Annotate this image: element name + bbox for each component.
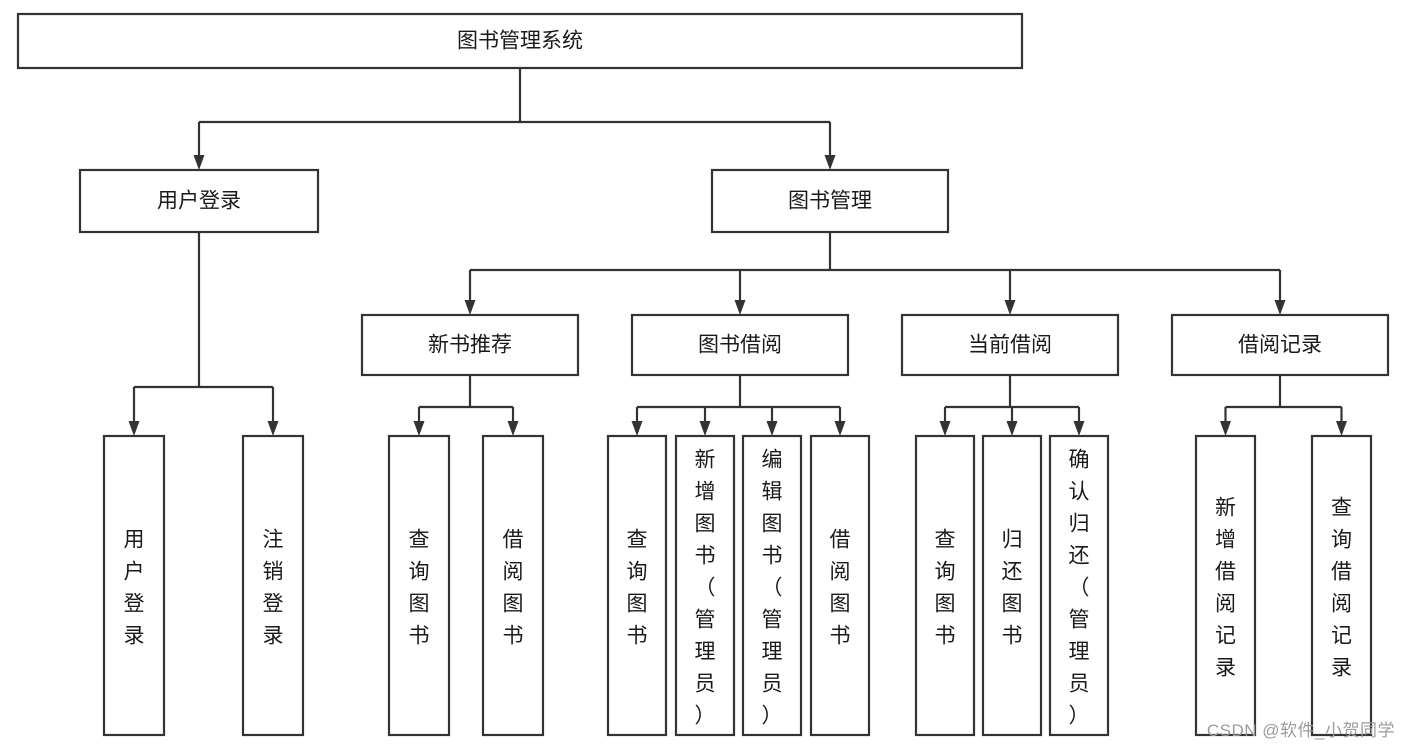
node-box[interactable] xyxy=(900,313,1120,377)
node-label: 借阅图书 xyxy=(830,528,851,647)
node-box[interactable] xyxy=(630,313,850,377)
arrow-head-icon xyxy=(128,421,140,436)
node-leaf-query-book-rec[interactable]: 查询图书 xyxy=(387,434,451,737)
node-leaf-return-book[interactable]: 归还图书 xyxy=(981,434,1043,737)
node-box[interactable] xyxy=(1170,313,1390,377)
node-box[interactable] xyxy=(241,434,305,737)
node-layer: 图书管理系统用户登录图书管理新书推荐图书借阅当前借阅借阅记录用户登录注销登录查询… xyxy=(16,12,1390,737)
node-box[interactable] xyxy=(102,434,166,737)
node-label: 图书管理系统 xyxy=(457,30,583,53)
arrow-head-icon xyxy=(1336,421,1347,436)
node-leaf-borrow-book-rec[interactable]: 借阅图书 xyxy=(481,434,545,737)
arrow-head-icon xyxy=(413,421,425,436)
node-current-borrow[interactable]: 当前借阅 xyxy=(900,313,1120,377)
node-label: 编辑图书（管理员） xyxy=(762,448,783,727)
node-label: 用户登录 xyxy=(124,528,145,647)
arrow-head-icon xyxy=(1073,421,1085,436)
arrow-head-icon xyxy=(464,300,476,315)
node-label: 查询图书 xyxy=(935,528,956,647)
node-box[interactable] xyxy=(710,168,950,234)
node-leaf-add-book[interactable]: 新增图书（管理员） xyxy=(674,434,736,737)
node-leaf-query-book-c[interactable]: 查询图书 xyxy=(914,434,976,737)
csdn-watermark: CSDN @软件_小贺同学 xyxy=(1206,721,1395,740)
connector-group-current_borrow xyxy=(939,375,1085,436)
node-label: 查询图书 xyxy=(409,528,430,647)
node-label: 当前借阅 xyxy=(968,334,1052,357)
node-label: 用户登录 xyxy=(157,190,241,213)
node-box[interactable] xyxy=(387,434,451,737)
arrow-head-icon xyxy=(193,155,205,170)
arrow-head-icon xyxy=(824,155,836,170)
node-label: 注销登录 xyxy=(263,528,284,647)
connector-group-book_borrow xyxy=(631,375,846,436)
node-borrow-record[interactable]: 借阅记录 xyxy=(1170,313,1390,377)
node-label: 归还图书 xyxy=(1002,528,1023,647)
node-box[interactable] xyxy=(809,434,871,737)
node-label: 新增图书（管理员） xyxy=(695,448,716,727)
node-box[interactable] xyxy=(674,434,736,737)
node-leaf-query-record[interactable]: 查询借阅记录 xyxy=(1310,434,1373,737)
arrow-head-icon xyxy=(507,421,519,436)
arrow-head-icon xyxy=(834,421,846,436)
arrow-head-icon xyxy=(699,421,711,436)
arrow-head-icon xyxy=(1220,421,1231,436)
node-label: 借阅记录 xyxy=(1238,334,1322,357)
arrow-head-icon xyxy=(1274,300,1286,315)
node-leaf-borrow-book-b[interactable]: 借阅图书 xyxy=(809,434,871,737)
connector-group-user_login xyxy=(128,232,279,436)
connector-group-book_manage xyxy=(464,232,1286,315)
node-label: 图书管理 xyxy=(788,190,872,213)
node-box[interactable] xyxy=(78,168,320,234)
node-box[interactable] xyxy=(606,434,668,737)
node-leaf-user-login[interactable]: 用户登录 xyxy=(102,434,166,737)
node-root[interactable]: 图书管理系统 xyxy=(16,12,1024,70)
node-leaf-query-book-b[interactable]: 查询图书 xyxy=(606,434,668,737)
arrow-head-icon xyxy=(1006,421,1018,436)
node-leaf-user-logout[interactable]: 注销登录 xyxy=(241,434,305,737)
node-box[interactable] xyxy=(914,434,976,737)
connector-group-new_book_rec xyxy=(413,375,519,436)
arrow-head-icon xyxy=(267,421,279,436)
arrow-head-icon xyxy=(939,421,951,436)
node-user-login[interactable]: 用户登录 xyxy=(78,168,320,234)
connector-group-root xyxy=(193,68,836,170)
node-new-book-rec[interactable]: 新书推荐 xyxy=(360,313,580,377)
node-box[interactable] xyxy=(981,434,1043,737)
node-leaf-add-record[interactable]: 新增借阅记录 xyxy=(1194,434,1257,737)
node-box[interactable] xyxy=(16,12,1024,70)
node-label: 新书推荐 xyxy=(428,334,512,357)
node-label: 确认归还（管理员） xyxy=(1069,448,1090,727)
node-book-borrow[interactable]: 图书借阅 xyxy=(630,313,850,377)
arrow-head-icon xyxy=(631,421,643,436)
node-leaf-edit-book[interactable]: 编辑图书（管理员） xyxy=(741,434,803,737)
node-label: 借阅图书 xyxy=(503,528,524,647)
node-label: 新增借阅记录 xyxy=(1215,496,1236,679)
node-label: 图书借阅 xyxy=(698,334,782,357)
node-box[interactable] xyxy=(1194,434,1257,737)
node-leaf-confirm-return[interactable]: 确认归还（管理员） xyxy=(1048,434,1110,737)
node-box[interactable] xyxy=(1310,434,1373,737)
node-box[interactable] xyxy=(1048,434,1110,737)
node-box[interactable] xyxy=(481,434,545,737)
node-box[interactable] xyxy=(741,434,803,737)
arrow-head-icon xyxy=(766,421,778,436)
connector-layer xyxy=(128,68,1347,436)
connector-group-borrow_record xyxy=(1220,375,1347,436)
node-box[interactable] xyxy=(360,313,580,377)
node-label: 查询图书 xyxy=(627,528,648,647)
arrow-head-icon xyxy=(734,300,746,315)
node-label: 查询借阅记录 xyxy=(1331,496,1352,679)
arrow-head-icon xyxy=(1004,300,1016,315)
node-book-manage[interactable]: 图书管理 xyxy=(710,168,950,234)
